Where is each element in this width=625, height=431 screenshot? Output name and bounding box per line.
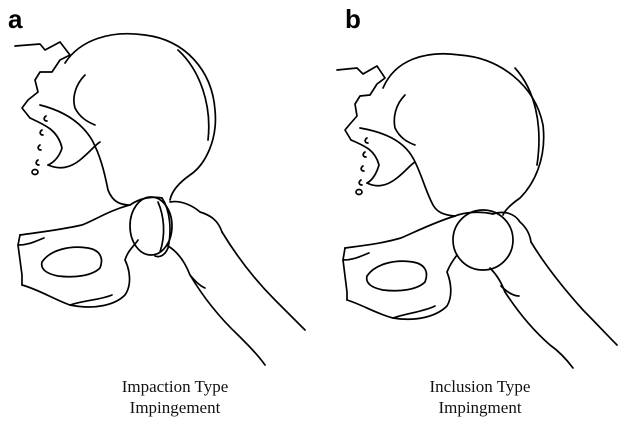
sacral-foramen (38, 145, 41, 150)
iliac-wing-outline (383, 54, 544, 215)
caption-inclusion-line1: Inclusion Type (370, 376, 590, 397)
sacral-foramen (32, 170, 38, 175)
ischium-outline (347, 255, 457, 319)
sacral-ala (351, 140, 379, 183)
pubic-ramus-superior (345, 216, 455, 248)
femur-lateral-shaft (222, 232, 305, 330)
caption-impaction-line1: Impaction Type (65, 376, 285, 397)
caption-inclusion-line2: Impingment (370, 397, 590, 418)
pubic-symphysis (18, 235, 22, 285)
femur-medial-shaft (190, 275, 265, 365)
caption-impaction: Impaction Type Impingement (65, 376, 285, 418)
sacrum-outline (15, 42, 70, 118)
sacral-foramen (363, 152, 366, 157)
ischial-tuberosity (70, 295, 112, 305)
sacrum-inner-line (394, 95, 415, 145)
caption-impaction-line2: Impingement (65, 397, 285, 418)
ischium-outline (22, 240, 138, 307)
sacral-foramen (44, 116, 47, 121)
sacral-foramen (359, 180, 362, 185)
obturator-inner-line (18, 238, 44, 245)
iliac-inner-ridge (515, 68, 539, 165)
obturator-foramen (367, 261, 427, 291)
caption-inclusion: Inclusion Type Impingment (370, 376, 590, 418)
iliac-inner-ridge (178, 50, 209, 140)
sacral-edge (48, 142, 100, 168)
femoral-head (453, 210, 513, 270)
femoral-neck-upper (493, 212, 531, 242)
sacral-ala (30, 118, 62, 165)
femur-medial-shaft (505, 292, 573, 368)
pubic-symphysis (343, 248, 347, 300)
obturator-foramen (42, 247, 102, 277)
pubic-ramus-superior (20, 205, 130, 235)
acetabulum-posterior-wall (155, 198, 170, 257)
sacral-edge (367, 162, 415, 186)
sacrum-inner-line (74, 75, 95, 125)
hip-illustration-impaction (0, 0, 315, 370)
sacral-foramen (36, 160, 39, 165)
sacral-foramen (365, 138, 368, 143)
obturator-inner-line (343, 253, 369, 260)
sacral-foramen (356, 190, 362, 195)
acetabular-rim (455, 212, 493, 216)
iliac-wing-outline (65, 34, 215, 200)
femoral-neck-lower (168, 246, 190, 275)
acetabulum-contact (158, 202, 164, 252)
sacral-foramen (40, 130, 43, 135)
hip-illustration-inclusion (315, 0, 625, 370)
femoral-neck-upper (170, 202, 222, 232)
femur-lateral-shaft (531, 242, 617, 345)
sacral-foramen (361, 166, 364, 171)
